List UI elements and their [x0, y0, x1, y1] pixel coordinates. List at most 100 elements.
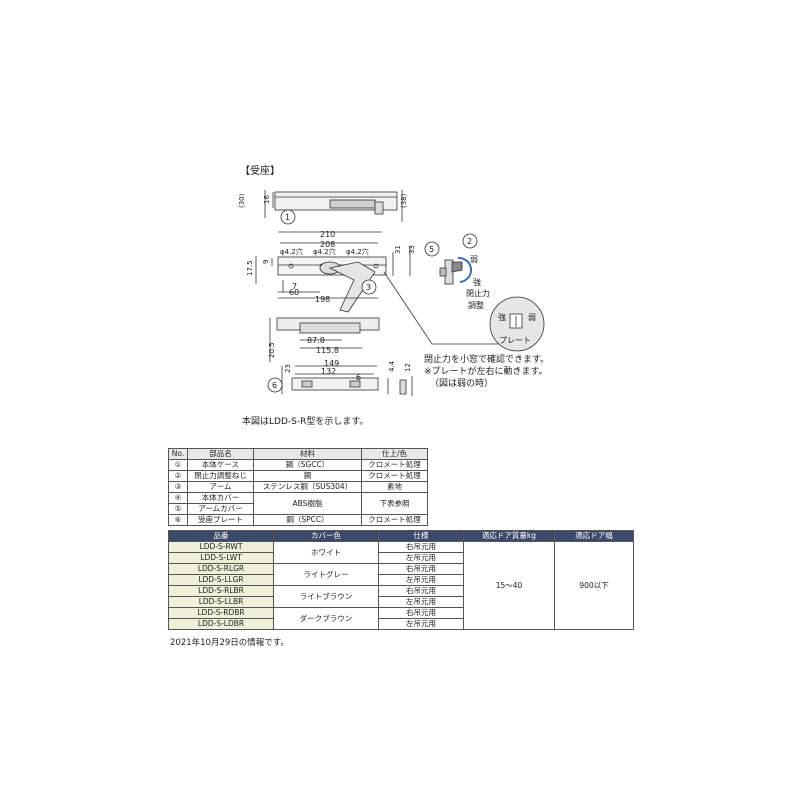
- part-material: ABS樹脂: [252, 492, 363, 515]
- table-row: ③ アーム ステンレス鋼（SUS304） 素地: [168, 481, 428, 493]
- cover-color: ライトブラウン: [273, 585, 379, 608]
- callout-5: 5: [429, 245, 434, 254]
- dim-149: 149: [324, 359, 339, 368]
- side-view: [255, 231, 411, 313]
- part-number: LDD-S-LDBR: [168, 618, 274, 630]
- part-name: 本体カバー: [187, 492, 254, 504]
- window-plate-label: プレート: [499, 336, 531, 345]
- part-name: アーム: [187, 481, 254, 493]
- table-row: ⑥ 受座プレート 鋼（SPCC） クロメート処理: [168, 514, 428, 526]
- dim-38: (38): [400, 193, 408, 208]
- parts-table: No. 部品名 材料 仕上/色 ① 本体ケース 鋼（SGCC） クロメート処理 …: [168, 448, 428, 526]
- label-strong: 強: [473, 277, 481, 287]
- model-header-row: 品番 カバー色 仕様 適応ドア質量kg 適応ドア幅: [168, 530, 634, 542]
- header-door-width: 適応ドア幅: [554, 530, 634, 542]
- table-row: ④ 本体カバー ABS樹脂 下表参照: [168, 492, 428, 515]
- header-material: 材料: [252, 448, 363, 460]
- dim-23: 23: [284, 364, 292, 373]
- dim-20-5: 20.5: [268, 342, 276, 358]
- dim-9: 9: [262, 260, 270, 264]
- part-name: 閉止力調整ねじ: [187, 470, 254, 482]
- part-finish: クロメート処理: [361, 470, 428, 482]
- dim-87-8: 87.8: [307, 336, 325, 345]
- header-door-mass: 適応ドア質量kg: [463, 530, 555, 542]
- dim-hole-3: φ4.2穴: [346, 247, 369, 256]
- spec: 右吊元用: [378, 563, 464, 575]
- header-no: No.: [168, 448, 188, 460]
- cover-color: ライトグレー: [273, 563, 379, 586]
- callout-6: 6: [272, 381, 277, 390]
- label-adjust: 調整: [468, 300, 484, 310]
- table-row: LDD-S-LDBR 左吊元用: [168, 618, 634, 630]
- dim-31: 31: [394, 245, 402, 254]
- spec: 左吊元用: [378, 574, 464, 586]
- table-row: ① 本体ケース 鋼（SGCC） クロメート処理: [168, 459, 428, 471]
- dim-198: 198: [315, 295, 330, 304]
- plate-view: [281, 365, 413, 396]
- table-row: LDD-S-RDBR ダークブラウン 右吊元用: [168, 607, 634, 630]
- part-no: ⑤: [168, 503, 188, 515]
- model-table: 品番 カバー色 仕様 適応ドア質量kg 適応ドア幅 LDD-S-RWT ホワイト…: [168, 530, 634, 630]
- dim-33: 33: [408, 245, 416, 254]
- part-number: LDD-S-LLBR: [168, 596, 274, 608]
- part-number: LDD-S-RLBR: [168, 585, 274, 597]
- part-material: 鋼（SPCC）: [252, 514, 363, 526]
- table-row: LDD-S-RWT ホワイト 右吊元用 15～40 900以下: [168, 541, 634, 630]
- note-line-1: 閉止力を小窓で確認できます。: [424, 355, 550, 365]
- dim-12: 12: [404, 363, 412, 372]
- dim-16: 16: [263, 195, 271, 204]
- notes: 閉止力を小窓で確認できます。 ※プレートが左右に動きます。 （図は弱の時）: [424, 354, 549, 390]
- part-name: アームカバー: [187, 503, 254, 515]
- dim-60: 60: [289, 288, 299, 297]
- part-number: LDD-S-RDBR: [168, 607, 274, 619]
- part-number: LDD-S-RLGR: [168, 563, 274, 575]
- section-title: 【受座】: [240, 166, 280, 177]
- dim-4-4: 4.4: [388, 360, 396, 372]
- dim-208: 208: [320, 240, 335, 249]
- header-spec: 仕様: [378, 530, 464, 542]
- part-finish: 素地: [361, 481, 428, 493]
- spec: 右吊元用: [378, 541, 464, 553]
- spec: 左吊元用: [378, 596, 464, 608]
- callout-1: 1: [285, 213, 290, 222]
- parts-header-row: No. 部品名 材料 仕上/色: [168, 448, 428, 460]
- callout-2: 2: [467, 237, 472, 246]
- table-row: ② 閉止力調整ねじ 鋼 クロメート処理: [168, 470, 428, 482]
- part-number: LDD-S-RWT: [168, 541, 274, 553]
- table-row: LDD-S-LLGR 左吊元用: [168, 574, 634, 586]
- dim-30: (30): [238, 193, 246, 208]
- part-name: 受座プレート: [187, 514, 254, 526]
- part-finish: 下表参照: [361, 492, 428, 515]
- header-finish: 仕上/色: [361, 448, 428, 460]
- part-name: 本体ケース: [187, 459, 254, 471]
- label-closing-force: 閉止力: [466, 288, 490, 298]
- part-no: ②: [168, 470, 188, 482]
- dim-hole-1: φ4.2穴: [280, 247, 303, 256]
- header-part-number: 品番: [168, 530, 274, 542]
- spec: 左吊元用: [378, 552, 464, 564]
- dim-210: 210: [320, 230, 335, 239]
- part-material: ステンレス鋼（SUS304）: [252, 481, 363, 493]
- cover-color: ホワイト: [273, 541, 379, 564]
- cover-color: ダークブラウン: [273, 607, 379, 630]
- part-finish: クロメート処理: [361, 459, 428, 471]
- callout-3: 3: [366, 283, 371, 292]
- window-strong-label: 強: [498, 312, 506, 322]
- label-weak: 弱: [470, 255, 478, 264]
- door-width: 900以下: [554, 541, 634, 630]
- technical-drawing: (30) 16 (38) 1 210 208 φ4.2穴 φ4.2穴 φ4.2穴…: [238, 190, 545, 396]
- bottom-view: [269, 317, 380, 362]
- part-no: ③: [168, 481, 188, 493]
- header-part-name: 部品名: [187, 448, 254, 460]
- footer-note: 2021年10月29日の情報です。: [170, 638, 289, 648]
- part-material: 鋼（SGCC）: [252, 459, 363, 471]
- dim-17-5: 17.5: [246, 260, 254, 276]
- top-view: [264, 190, 403, 222]
- part-number: LDD-S-LWT: [168, 552, 274, 564]
- part-no: ①: [168, 459, 188, 471]
- dim-132: 132: [321, 367, 336, 376]
- header-cover-color: カバー色: [273, 530, 379, 542]
- part-number: LDD-S-LLGR: [168, 574, 274, 586]
- door-mass: 15～40: [463, 541, 555, 630]
- note-line-2: ※プレートが左右に動きます。: [424, 367, 548, 377]
